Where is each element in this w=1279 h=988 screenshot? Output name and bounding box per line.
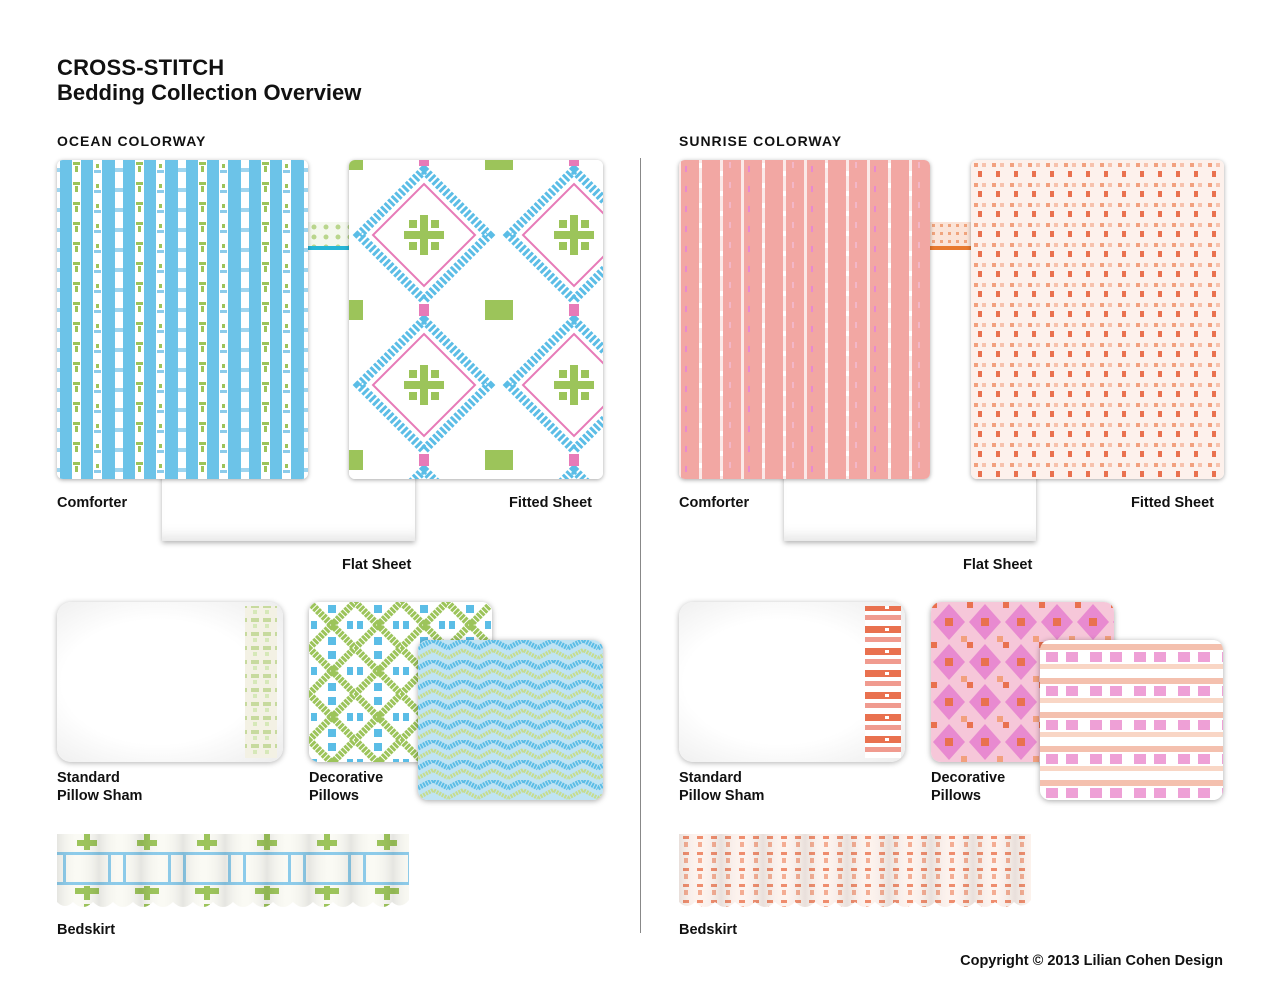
sunrise-decorative-pillow-front <box>1040 640 1223 800</box>
ocean-bedskirt <box>57 834 409 914</box>
ocean-pillows-label-line2: Pillows <box>309 788 359 804</box>
colorway-divider <box>640 158 641 933</box>
ocean-decorative-pillow-front <box>418 640 603 800</box>
ocean-flat-sheet-label: Flat Sheet <box>342 557 412 573</box>
sunrise-bedskirt <box>679 834 1031 914</box>
copyright-text: Copyright © 2013 Lilian Cohen Design <box>960 953 1223 969</box>
sunrise-fitted-sheet-label: Fitted Sheet <box>1131 495 1214 511</box>
sunrise-section-title: SUNRISE COLORWAY <box>679 133 843 149</box>
ocean-pillow-sham <box>57 602 283 762</box>
ocean-comforter <box>57 160 308 479</box>
page-subtitle: Bedding Collection Overview <box>57 80 362 105</box>
page-title: CROSS-STITCH <box>57 55 225 80</box>
sunrise-sham-label-line2: Pillow Sham <box>679 788 765 804</box>
ocean-sham-label-line1: Standard <box>57 770 120 786</box>
sunrise-flat-sheet-label: Flat Sheet <box>963 557 1033 573</box>
sunrise-pillows-label-line1: Decorative <box>931 770 1006 786</box>
sunrise-pillows-label-line2: Pillows <box>931 788 981 804</box>
sunrise-comforter <box>679 160 930 479</box>
sunrise-fitted-sheet <box>971 160 1224 479</box>
ocean-comforter-label: Comforter <box>57 495 128 511</box>
sunrise-sham-label: Standard Pillow Sham <box>679 769 764 805</box>
ocean-pillows-label: Decorative Pillows <box>309 769 383 805</box>
sunrise-comforter-label: Comforter <box>679 495 750 511</box>
sunrise-sham-label-line1: Standard <box>679 770 742 786</box>
sunrise-pillow-sham <box>679 602 905 762</box>
ocean-fitted-sheet-label: Fitted Sheet <box>509 495 592 511</box>
sunrise-pillows-label: Decorative Pillows <box>931 769 1005 805</box>
sunrise-bedskirt-label: Bedskirt <box>679 922 738 938</box>
ocean-fitted-sheet <box>349 160 603 479</box>
ocean-sham-label-line2: Pillow Sham <box>57 788 143 804</box>
ocean-pillows-label-line1: Decorative <box>309 770 384 786</box>
ocean-section-title: OCEAN COLORWAY <box>57 133 207 149</box>
ocean-bedskirt-label: Bedskirt <box>57 922 116 938</box>
ocean-sham-label: Standard Pillow Sham <box>57 769 142 805</box>
